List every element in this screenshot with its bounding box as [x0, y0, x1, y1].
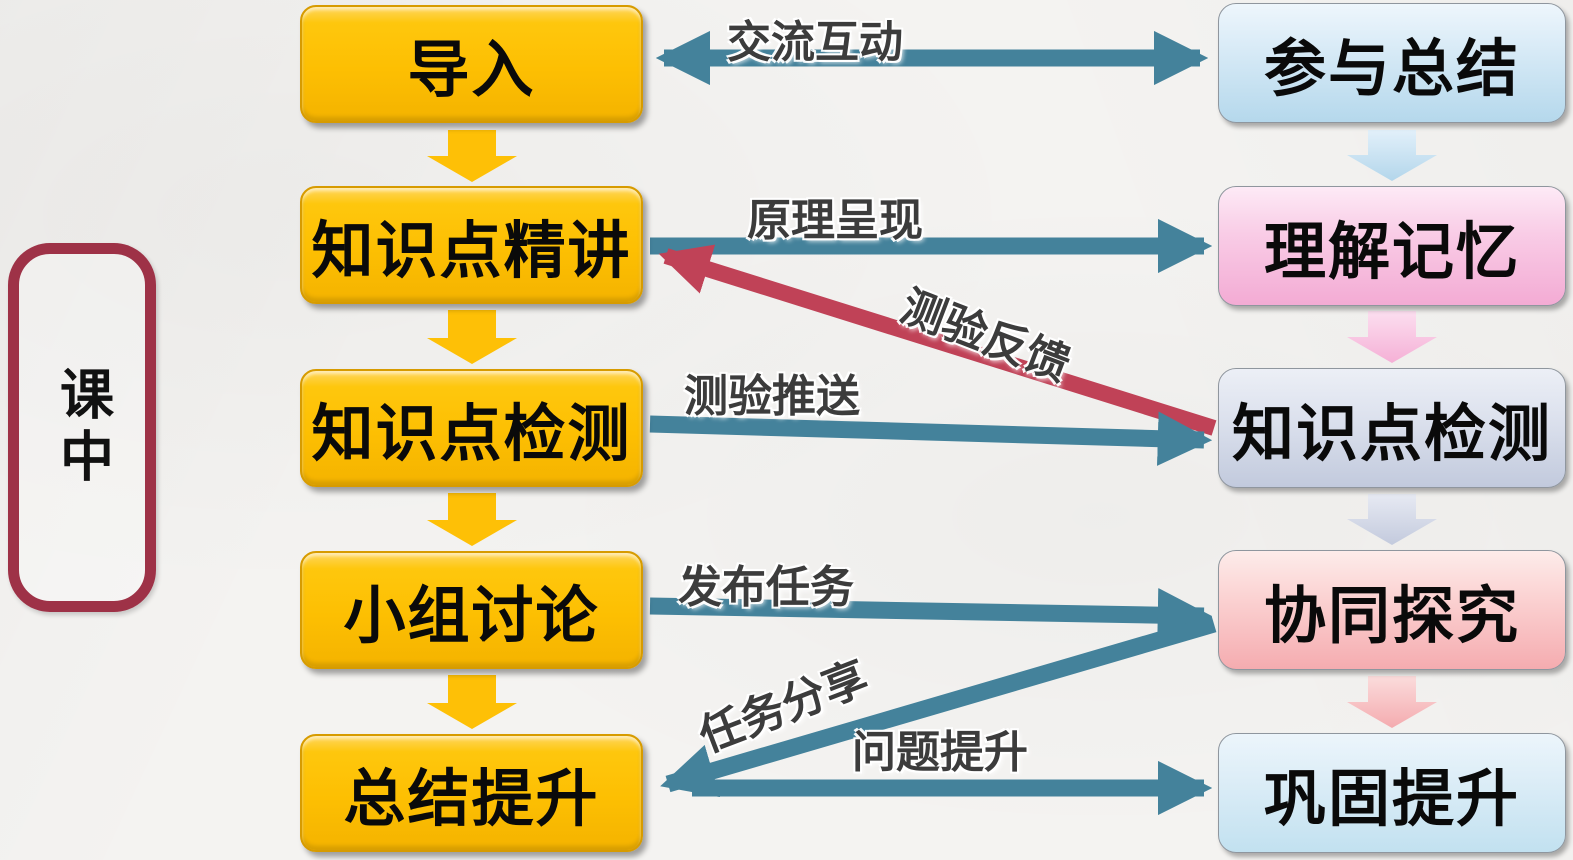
connector-label-question-improve: 问题提升	[852, 728, 1028, 777]
phase-label: 课中	[51, 365, 112, 490]
arrow-task-share	[660, 615, 1217, 798]
right-step-understand-box: 理解记忆	[1218, 186, 1566, 306]
down-arrow-right-4	[1347, 676, 1437, 728]
middle-step-summary-box: 总结提升	[300, 734, 643, 852]
middle-step-test-box: 知识点检测	[300, 369, 643, 487]
middle-step-intro-box: 导入	[300, 5, 643, 123]
middle-step-lecture-label: 知识点精讲	[311, 217, 632, 286]
middle-step-lecture-box: 知识点精讲	[300, 186, 643, 304]
connector-label-communication-interaction: 交流互动	[727, 18, 903, 67]
right-step-explore-label: 协同探究	[1263, 582, 1520, 651]
right-step-consolidate-label: 巩固提升	[1263, 765, 1520, 834]
arrow-quiz-feedback	[658, 244, 1217, 436]
right-step-participate-label: 参与总结	[1263, 35, 1520, 104]
connector-label-quiz-push: 测验推送	[684, 372, 860, 421]
middle-step-discussion-label: 小组讨论	[343, 582, 600, 651]
connector-label-principle-presentation: 原理呈现	[747, 196, 923, 245]
right-step-participate-box: 参与总结	[1218, 3, 1566, 123]
down-arrow-right-1	[1347, 130, 1437, 181]
down-arrow-right-2	[1347, 311, 1437, 363]
arrow-quiz-push	[649, 411, 1213, 466]
right-step-understand-label: 理解记忆	[1263, 218, 1520, 287]
middle-step-discussion-box: 小组讨论	[300, 551, 643, 669]
middle-step-intro-label: 导入	[407, 36, 536, 105]
down-arrow-middle-4	[427, 675, 517, 729]
down-arrow-right-3	[1347, 494, 1437, 545]
connector-label-task-assign: 发布任务	[678, 563, 854, 612]
middle-step-test-label: 知识点检测	[311, 400, 632, 469]
right-step-test-label: 知识点检测	[1231, 400, 1552, 469]
middle-step-summary-label: 总结提升	[343, 765, 600, 834]
down-arrow-middle-2	[427, 310, 517, 364]
arrow-task-assign	[649, 587, 1213, 643]
right-step-consolidate-box: 巩固提升	[1218, 733, 1566, 853]
down-arrow-middle-1	[427, 130, 517, 182]
phase-frame: 课中	[8, 243, 156, 612]
right-step-explore-box: 协同探究	[1218, 550, 1566, 670]
down-arrow-middle-3	[427, 493, 517, 546]
right-step-test-box: 知识点检测	[1218, 368, 1566, 488]
